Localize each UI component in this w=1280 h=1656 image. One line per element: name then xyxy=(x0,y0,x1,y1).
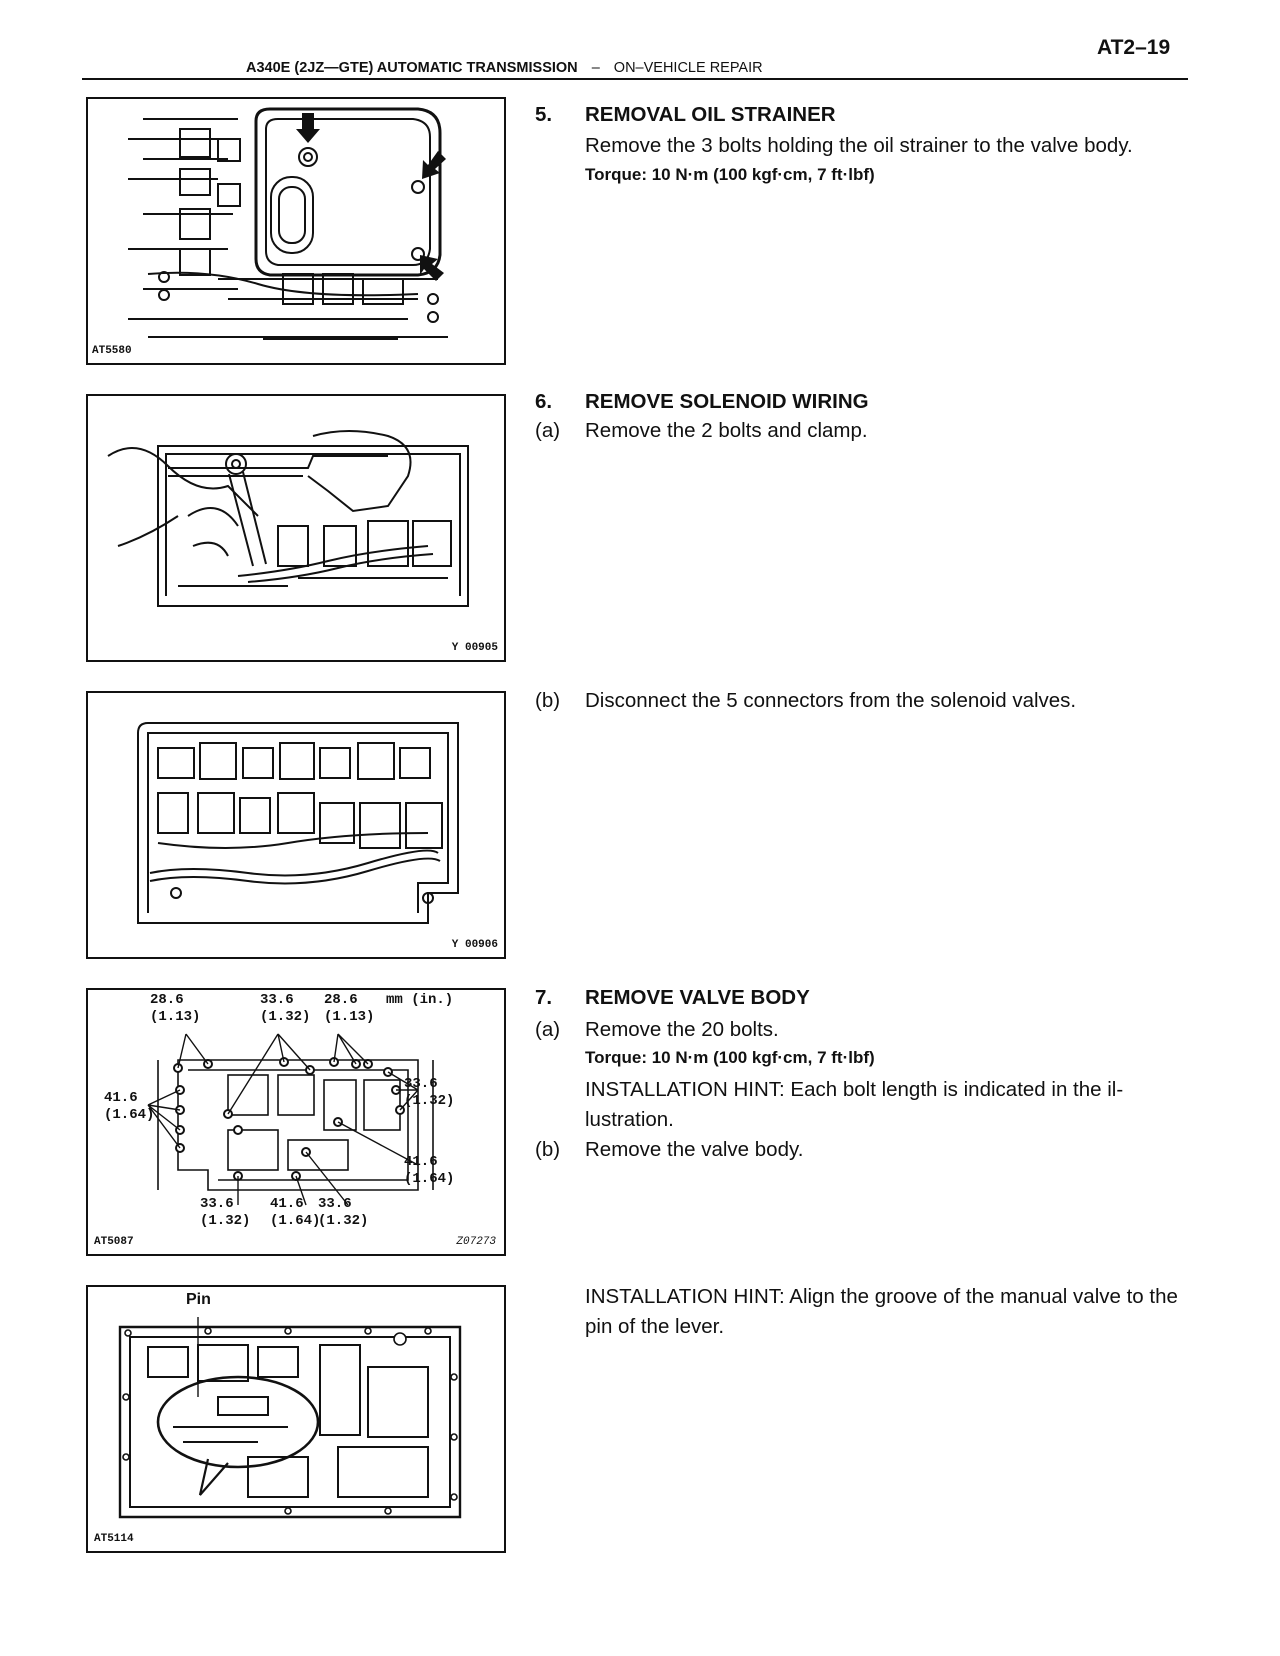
header-model: A340E (2JZ—GTE) AUTOMATIC TRANSMISSION xyxy=(246,60,578,76)
figure-code: AT5580 xyxy=(92,345,132,357)
pin-label: Pin xyxy=(186,1291,211,1308)
figure-code: AT5114 xyxy=(94,1533,134,1545)
running-header: A340E (2JZ—GTE) AUTOMATIC TRANSMISSION –… xyxy=(246,60,763,76)
substep-label: (a) xyxy=(535,1018,561,1041)
torque-spec: Torque: 10 N·m (100 kgf·cm, 7 ft·lbf) xyxy=(585,165,875,184)
step-title: REMOVAL OIL STRAINER xyxy=(585,103,836,126)
step-number: 6. xyxy=(535,390,553,413)
header-separator: – xyxy=(591,60,600,76)
manual-valve-illustration xyxy=(118,1317,462,1519)
bolt-length-callout: 28.6 (1.13) xyxy=(150,992,201,1025)
unit-label: mm (in.) xyxy=(386,992,454,1008)
bolt-length-callout: 28.6 (1.13) xyxy=(324,992,375,1025)
connectors-illustration xyxy=(137,722,459,924)
step-number: 7. xyxy=(535,986,553,1009)
header-section: ON–VEHICLE REPAIR xyxy=(613,60,763,76)
step-text: Remove the 3 bolts holding the oil strai… xyxy=(585,134,1133,157)
figure-manual-valve-pin: Pin AT5114 xyxy=(86,1285,506,1553)
substep-label: (a) xyxy=(535,419,561,442)
oil-strainer-illustration xyxy=(128,107,448,340)
figure-valve-body-bolts: 28.6 (1.13) 33.6 (1.32) 28.6 (1.13) mm (… xyxy=(86,988,506,1256)
substep-text: Remove the valve body. xyxy=(585,1138,804,1161)
figure-solenoid-wiring-bolts: Y 00905 xyxy=(86,394,506,662)
bolt-length-callout: 33.6 (1.32) xyxy=(260,992,311,1025)
torque-spec: Torque: 10 N·m (100 kgf·cm, 7 ft·lbf) xyxy=(585,1048,875,1067)
substep-text: Remove the 20 bolts. xyxy=(585,1018,779,1041)
bolt-length-callout: 41.6 (1.64) xyxy=(104,1090,155,1123)
page-number: AT2–19 xyxy=(1097,36,1171,59)
wrench-illustration xyxy=(107,430,469,607)
figure-solenoid-connectors: Y 00906 xyxy=(86,691,506,959)
bolt-length-callout: 41.6 (1.64) xyxy=(404,1154,455,1187)
bolt-length-callout: 41.6 (1.64) xyxy=(270,1196,321,1229)
substep-text: Disconnect the 5 connectors from the sol… xyxy=(585,689,1077,712)
figure-code: AT5087 xyxy=(94,1236,134,1248)
valve-body-bolts-illustration xyxy=(147,1033,434,1206)
bolt-length-callout: 33.6 (1.32) xyxy=(200,1196,251,1229)
step-title: REMOVE SOLENOID WIRING xyxy=(585,390,869,413)
installation-hint: INSTALLATION HINT: Each bolt length is i… xyxy=(585,1078,1124,1131)
bolt-length-callout: 33.6 (1.32) xyxy=(404,1076,455,1109)
figure-oil-strainer: AT5580 xyxy=(86,97,506,365)
installation-hint: INSTALLATION HINT: Align the groove of t… xyxy=(585,1285,1178,1338)
bolt-length-callout: 33.6 (1.32) xyxy=(318,1196,369,1229)
figure-code: Z07273 xyxy=(456,1236,496,1248)
substep-label: (b) xyxy=(535,689,561,712)
figure-code: Y 00905 xyxy=(451,642,498,654)
substep-text: Remove the 2 bolts and clamp. xyxy=(585,419,868,442)
substep-label: (b) xyxy=(535,1138,561,1161)
header-rule xyxy=(82,78,1188,80)
step-title: REMOVE VALVE BODY xyxy=(585,986,810,1009)
figure-code: Y 00906 xyxy=(451,939,498,951)
step-number: 5. xyxy=(535,103,553,126)
